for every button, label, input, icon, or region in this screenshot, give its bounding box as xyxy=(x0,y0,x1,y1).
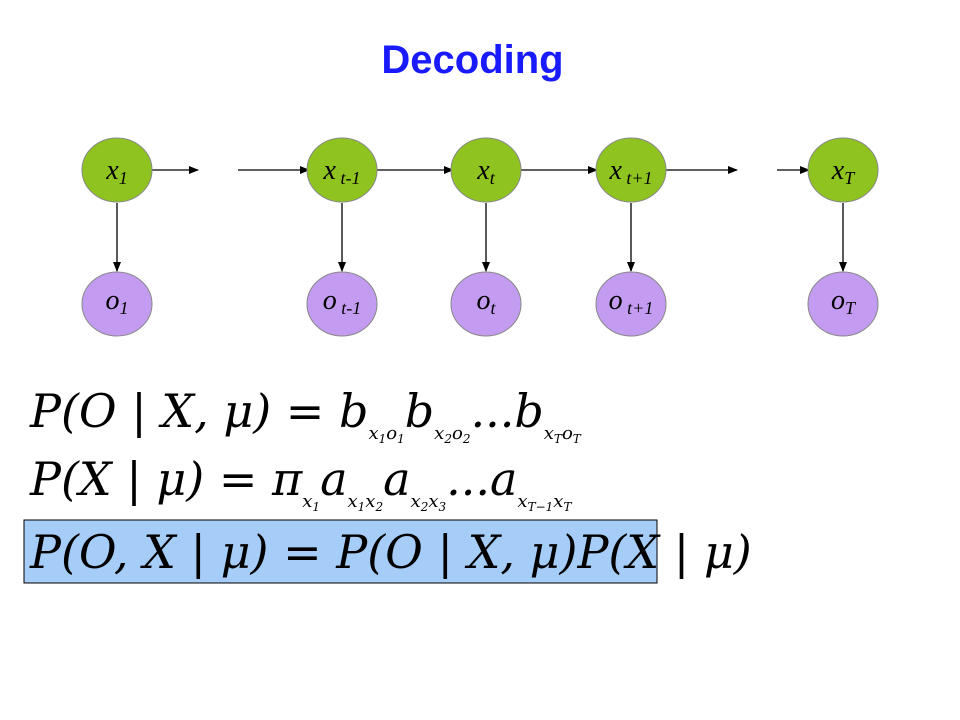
node-label: o xyxy=(609,285,623,316)
svg-text:xT: xT xyxy=(831,155,856,189)
node-label: o xyxy=(476,285,490,316)
observed-node-T: oT xyxy=(807,271,879,337)
svg-text:ot: ot xyxy=(476,285,496,319)
slide-title: Decoding xyxy=(381,38,564,82)
node-label: x xyxy=(831,155,845,186)
node-subscript: t xyxy=(490,298,496,318)
equation-emission: P(O | X, μ) = bx1o1bx2o2...bxToT xyxy=(29,384,582,446)
svg-text:x1: x1 xyxy=(105,155,127,189)
svg-text:oT: oT xyxy=(831,285,857,319)
node-label: x xyxy=(608,155,622,186)
observed-node-t-plus-1: o t+1 xyxy=(595,271,667,337)
node-label: o xyxy=(323,285,337,316)
hidden-node-t-plus-1: x t+1 xyxy=(595,137,667,203)
svg-text:x t+1: x t+1 xyxy=(608,155,652,189)
node-subscript: t+1 xyxy=(623,298,654,318)
node-label: x xyxy=(476,155,490,186)
svg-text:x t-1: x t-1 xyxy=(323,155,361,189)
observed-node-t: ot xyxy=(450,271,522,337)
svg-text:o t-1: o t-1 xyxy=(323,285,362,319)
svg-text:xt: xt xyxy=(476,155,495,189)
equation-joint: P(O, X | μ) = P(O | X, μ)P(X | μ) xyxy=(29,525,752,579)
hidden-node-t-minus-1: x t-1 xyxy=(306,137,378,203)
node-label: o xyxy=(831,285,845,316)
node-subscript: t xyxy=(490,168,496,188)
node-label: o xyxy=(106,285,120,316)
observed-node-1: o1 xyxy=(81,271,153,337)
node-subscript: T xyxy=(844,168,856,188)
node-subscript: T xyxy=(845,298,857,318)
node-label: x xyxy=(105,155,119,186)
hidden-node-T: xT xyxy=(807,137,879,203)
joint-probability-highlight-box xyxy=(23,519,658,584)
node-subscript: t-1 xyxy=(337,298,362,318)
node-subscript: 1 xyxy=(120,298,129,318)
svg-text:o t+1: o t+1 xyxy=(609,285,654,319)
node-subscript: t-1 xyxy=(336,168,361,188)
node-subscript: 1 xyxy=(119,168,128,188)
hidden-node-1: x1 xyxy=(81,137,153,203)
observed-node-t-minus-1: o t-1 xyxy=(306,271,378,337)
equation-transition: P(X | μ) = πx1ax1x2ax2x3...axT−1xT xyxy=(29,452,572,514)
hidden-node-t: xt xyxy=(450,137,522,203)
node-label: x xyxy=(323,155,337,186)
svg-text:o1: o1 xyxy=(106,285,129,319)
node-subscript: t+1 xyxy=(622,168,653,188)
